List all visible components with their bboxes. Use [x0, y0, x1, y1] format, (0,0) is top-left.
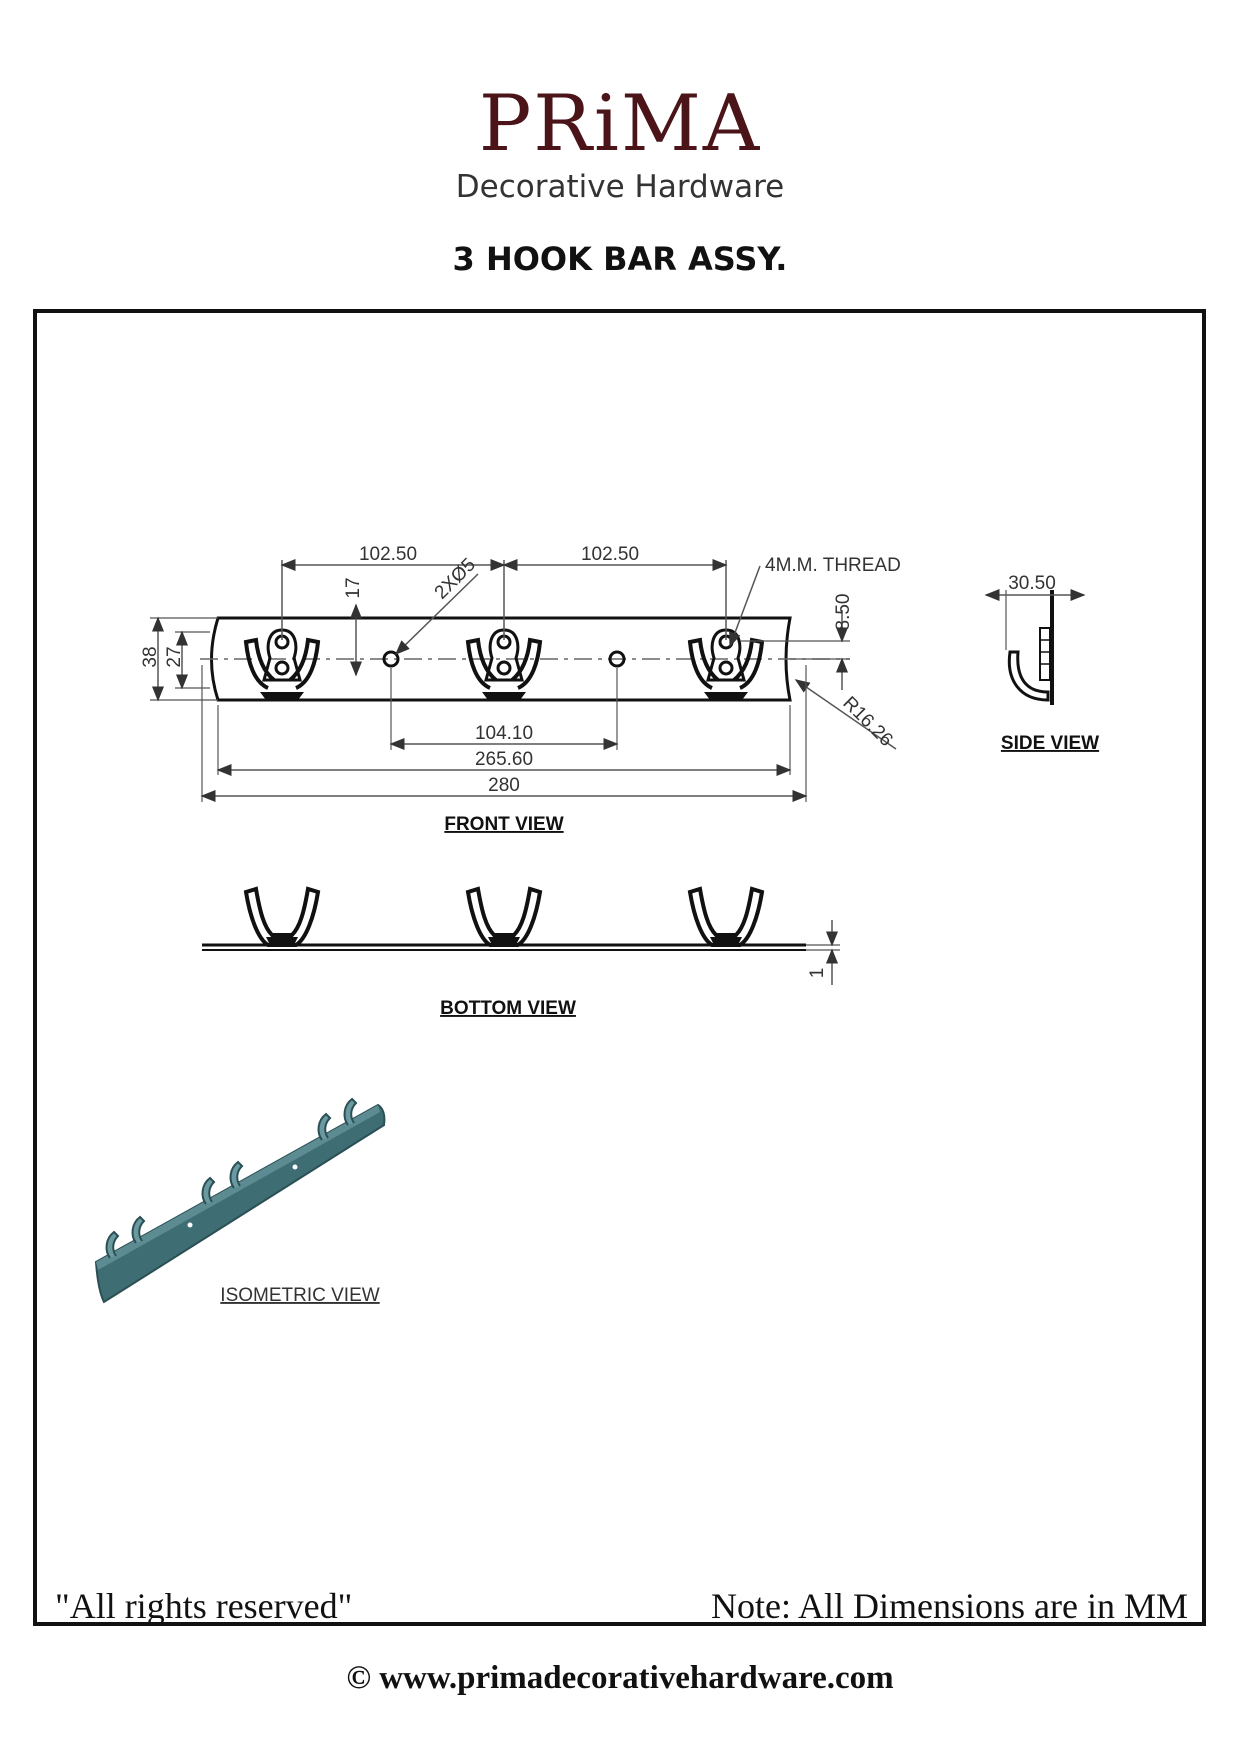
dim-total-length: 280	[488, 775, 520, 796]
dim-hole-spacing: 104.10	[475, 723, 533, 744]
hook-bottom-right	[688, 887, 764, 947]
dim-spacing-left: 102.50	[359, 544, 417, 565]
side-view: 30.50 SIDE VIEW	[984, 573, 1099, 754]
hook-bottom-center	[466, 887, 542, 947]
front-view: 102.50 102.50 17 2XØ5 4M.M. THREAD 8.50 …	[140, 544, 901, 835]
website-link[interactable]: © www.primadecorativehardware.com	[346, 1660, 894, 1696]
dim-hook-offset: 17	[343, 577, 364, 598]
brand-tagline: Decorative Hardware	[455, 169, 785, 205]
dim-spacing-right: 102.50	[581, 544, 639, 565]
iso-bar-body	[94, 1103, 386, 1304]
front-view-label: FRONT VIEW	[444, 814, 563, 835]
mounting-hole-left	[382, 650, 400, 668]
drawing-frame	[33, 309, 1206, 1626]
mounting-hole-right	[608, 650, 626, 668]
isometric-view: ISOMETRIC VIEW	[94, 1098, 386, 1306]
dim-thread-offset: 8.50	[833, 594, 854, 631]
bar-outline	[210, 616, 792, 702]
dim-end-radius: R16.26	[838, 693, 896, 751]
isometric-view-label: ISOMETRIC VIEW	[220, 1285, 379, 1306]
dim-side-depth: 30.50	[1008, 573, 1056, 594]
dim-height-outer: 38	[140, 646, 161, 667]
hook-bottom-left	[244, 887, 320, 947]
dim-thickness: 1	[807, 968, 828, 979]
hook-left	[244, 628, 320, 702]
dim-inner-length: 265.60	[475, 749, 533, 770]
hook-center	[466, 628, 542, 702]
dim-height-inner: 27	[164, 646, 185, 667]
side-view-label: SIDE VIEW	[1001, 733, 1099, 754]
bottom-view-label: BOTTOM VIEW	[440, 998, 576, 1019]
brand-logo: PRiMA Decorative Hardware	[0, 85, 1240, 205]
rights-reserved: "All rights reserved"	[55, 1586, 353, 1626]
bottom-view: 1 BOTTOM VIEW	[202, 887, 840, 1019]
dimension-note: Note: All Dimensions are in MM	[711, 1586, 1188, 1626]
dim-thread: 4M.M. THREAD	[765, 555, 901, 576]
brand-name: PRiMA	[478, 79, 762, 169]
page-title: 3 HOOK BAR ASSY.	[452, 240, 788, 278]
